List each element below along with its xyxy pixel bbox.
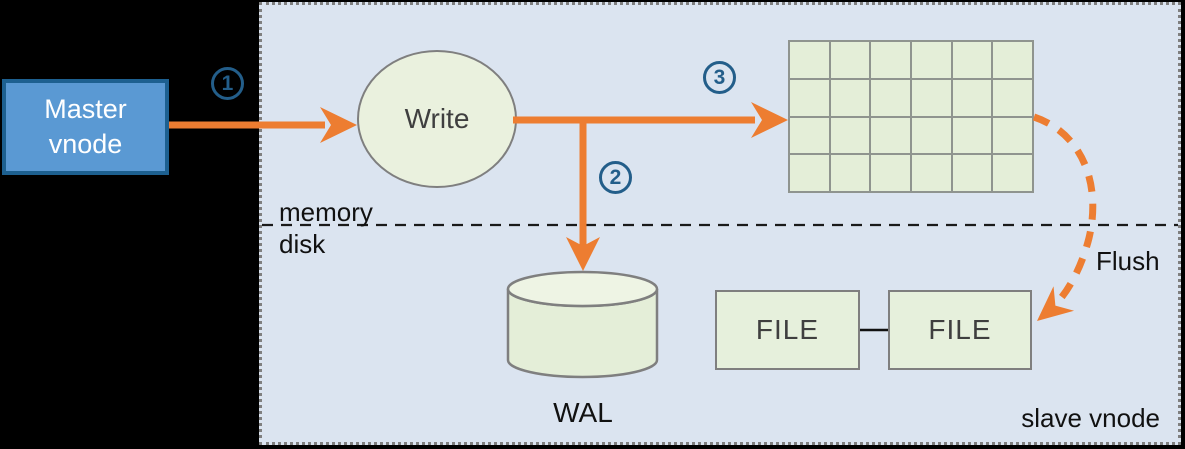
memtable-cell: [871, 117, 910, 154]
memtable-cell: [871, 155, 910, 191]
memtable-cell: [830, 79, 870, 116]
memory-label: memory: [279, 197, 373, 227]
memtable-cell: [912, 117, 951, 154]
memtable-cell: [830, 42, 870, 78]
memtable-cell: [790, 155, 829, 191]
memtable-cell: [993, 117, 1032, 154]
memtable-cell: [790, 79, 829, 116]
memtable-cell: [790, 117, 829, 154]
memtable-cell: [993, 42, 1032, 78]
memtable-grid: [788, 40, 1034, 193]
file-box-1: FILE: [715, 290, 860, 370]
flush-label: Flush: [1096, 246, 1160, 276]
memtable-cell: [830, 155, 870, 191]
wal-label: WAL: [553, 397, 613, 428]
memtable-cell: [830, 117, 870, 154]
memtable-cell: [993, 79, 1032, 116]
memtable-cell: [871, 42, 910, 78]
memtable-cell: [952, 79, 992, 116]
step-badge-3: 3: [703, 61, 736, 94]
memtable-cell: [912, 79, 951, 116]
memtable-cell: [952, 42, 992, 78]
file-box-2: FILE: [888, 290, 1032, 370]
disk-label: disk: [279, 229, 326, 259]
memtable-cell: [993, 155, 1032, 191]
memtable-cell: [952, 155, 992, 191]
slave-vnode-label: slave vnode: [1021, 403, 1160, 433]
master-vnode-box: Master vnode: [2, 79, 169, 175]
memtable-cell: [912, 155, 951, 191]
memtable-cell: [871, 79, 910, 116]
step-badge-1: 1: [211, 67, 244, 100]
write-node: Write: [357, 50, 517, 188]
step-badge-2: 2: [599, 161, 632, 194]
memtable-cell: [912, 42, 951, 78]
memtable-cell: [952, 117, 992, 154]
memtable-cell: [790, 42, 829, 78]
